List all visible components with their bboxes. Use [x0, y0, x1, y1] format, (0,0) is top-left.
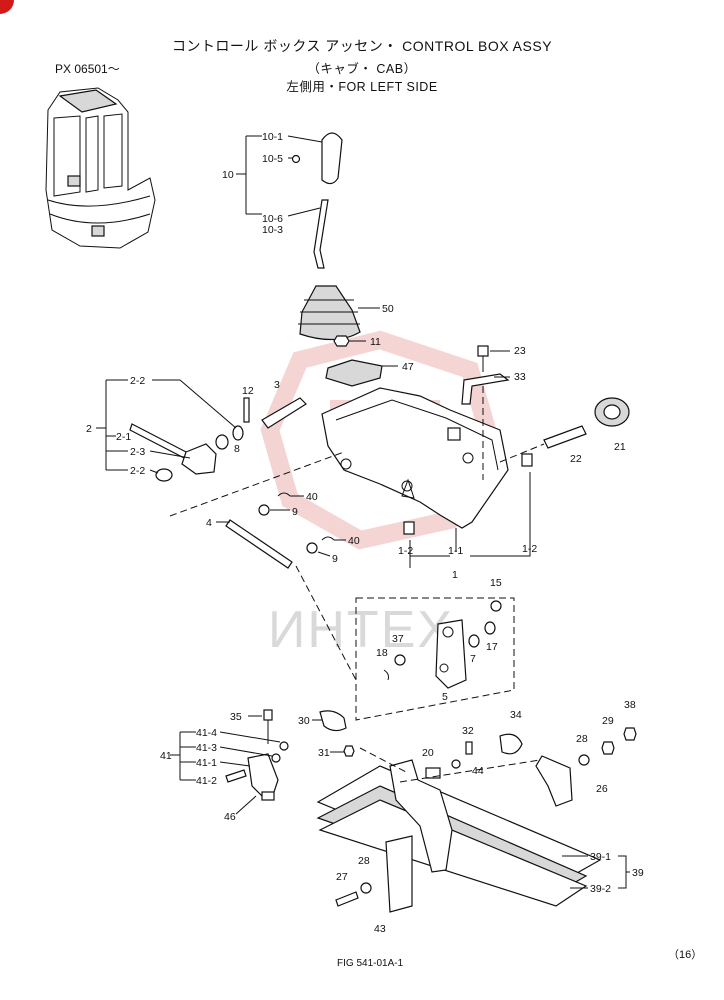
- label-12: 12: [242, 385, 254, 397]
- label-1: 1: [452, 569, 458, 581]
- serial-range: PX 06501～: [55, 62, 120, 76]
- label-43: 43: [374, 923, 386, 935]
- label-2-3: 2-3: [130, 446, 145, 458]
- label-1-1: 1-1: [448, 545, 463, 557]
- label-17: 17: [486, 641, 498, 653]
- label-10-3: 10-3: [262, 224, 283, 236]
- label-28-upper: 28: [576, 733, 588, 745]
- label-2-2-bottom: 2-2: [130, 465, 145, 477]
- label-41: 41: [160, 750, 172, 762]
- label-9-upper: 9: [292, 506, 298, 518]
- label-20: 20: [422, 747, 434, 759]
- figure-number: FIG 541-01A-1: [337, 958, 404, 969]
- label-1-2-right: 1-2: [522, 543, 537, 555]
- label-2-2-top: 2-2: [130, 375, 145, 387]
- lower-components: [170, 709, 637, 815]
- leader-lines-1: [409, 472, 531, 568]
- base-plate-39: [316, 747, 630, 913]
- label-35: 35: [230, 711, 242, 723]
- label-32: 32: [462, 725, 474, 737]
- label-15: 15: [490, 577, 502, 589]
- label-18: 18: [376, 647, 388, 659]
- label-9-lower: 9: [332, 553, 338, 565]
- pins-and-rod-4: [216, 492, 346, 569]
- part-number-labels: 10-1 10-5 10 10-6 10-3 50 11 47 23 33 2-…: [86, 131, 644, 935]
- label-27: 27: [336, 871, 348, 883]
- label-41-3: 41-3: [196, 742, 217, 754]
- label-22: 22: [570, 453, 582, 465]
- label-2: 2: [86, 423, 92, 435]
- label-11: 11: [370, 336, 381, 348]
- label-44: 44: [472, 765, 484, 777]
- knob-21-shaft-22: [499, 397, 630, 463]
- label-40-lower: 40: [348, 535, 360, 547]
- label-3: 3: [274, 379, 280, 391]
- label-39-1: 39-1: [590, 851, 611, 863]
- label-7: 7: [470, 653, 476, 665]
- label-8: 8: [234, 443, 240, 455]
- watermark-text: ИНТЕХ: [268, 601, 455, 659]
- label-41-2: 41-2: [196, 775, 217, 787]
- label-23: 23: [514, 345, 526, 357]
- label-5: 5: [442, 691, 448, 703]
- label-31: 31: [318, 747, 330, 759]
- label-21: 21: [614, 441, 626, 453]
- label-10: 10: [222, 169, 234, 181]
- label-38: 38: [624, 699, 636, 711]
- label-29: 29: [602, 715, 614, 727]
- label-28-lower: 28: [358, 855, 370, 867]
- label-50: 50: [382, 303, 394, 315]
- label-40-upper: 40: [306, 491, 318, 503]
- label-10-1: 10-1: [262, 131, 283, 143]
- page-title: コントロール ボックス アッセン・ CONTROL BOX ASSY: [171, 38, 553, 54]
- upper-links: [96, 379, 345, 517]
- label-47: 47: [402, 361, 414, 373]
- rubber-boot-50: [298, 285, 398, 387]
- label-26: 26: [596, 783, 608, 795]
- label-41-1: 41-1: [196, 757, 217, 769]
- page-side-note: 左側用・FOR LEFT SIDE: [286, 80, 438, 94]
- lever-5: [295, 565, 515, 721]
- label-34: 34: [510, 709, 522, 721]
- cab-illustration: [45, 87, 156, 249]
- page-subtitle: （キャブ・ CAB）: [307, 62, 417, 76]
- label-30: 30: [298, 715, 310, 727]
- page-number: （16）: [668, 949, 703, 961]
- label-39: 39: [632, 867, 644, 879]
- label-39-2: 39-2: [590, 883, 611, 895]
- lever-assembly-10: [236, 132, 343, 269]
- label-33: 33: [514, 371, 526, 383]
- label-10-6: 10-6: [262, 213, 283, 225]
- label-10-5: 10-5: [262, 153, 283, 165]
- label-2-1: 2-1: [116, 431, 131, 443]
- label-4: 4: [206, 517, 212, 529]
- label-41-4: 41-4: [196, 727, 217, 739]
- label-46: 46: [224, 811, 236, 823]
- bracket-33: [461, 345, 510, 480]
- label-1-2-left: 1-2: [398, 545, 413, 557]
- control-box-1-1: [321, 387, 533, 535]
- label-37: 37: [392, 633, 404, 645]
